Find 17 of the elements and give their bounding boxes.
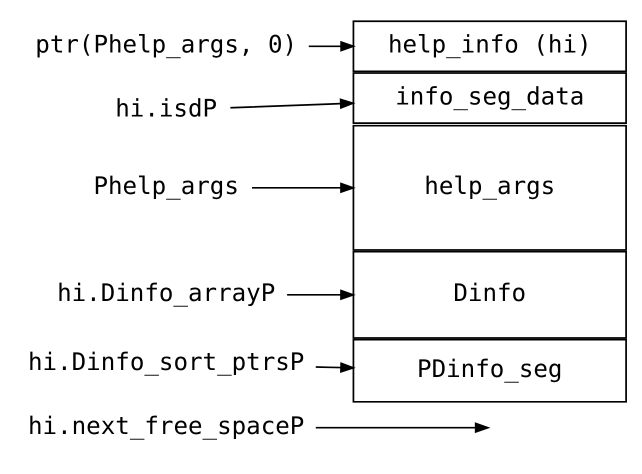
node-box: help_info (hi) [352,20,626,72]
arrow [315,362,356,373]
node-text: hi.isdP [114,94,217,123]
arrow [286,289,356,300]
node-text: Phelp_args [92,172,238,200]
node-box: PDinfo_seg [352,338,626,403]
node-box: help_args [352,124,626,251]
node-box: info_seg_data [352,72,626,124]
arrow [252,182,356,194]
node-text: hi.Dinfo_sort_ptrsP [28,348,304,376]
node-box: Dinfo [352,250,626,339]
arrow [315,422,490,434]
arrow [308,40,356,52]
node-text: hi.next_free_spaceP [28,412,304,440]
node-text: ptr(Phelp_args, 0) [34,30,297,59]
arrow [230,98,355,110]
node-text: hi.Dinfo_arrayP [56,279,275,308]
